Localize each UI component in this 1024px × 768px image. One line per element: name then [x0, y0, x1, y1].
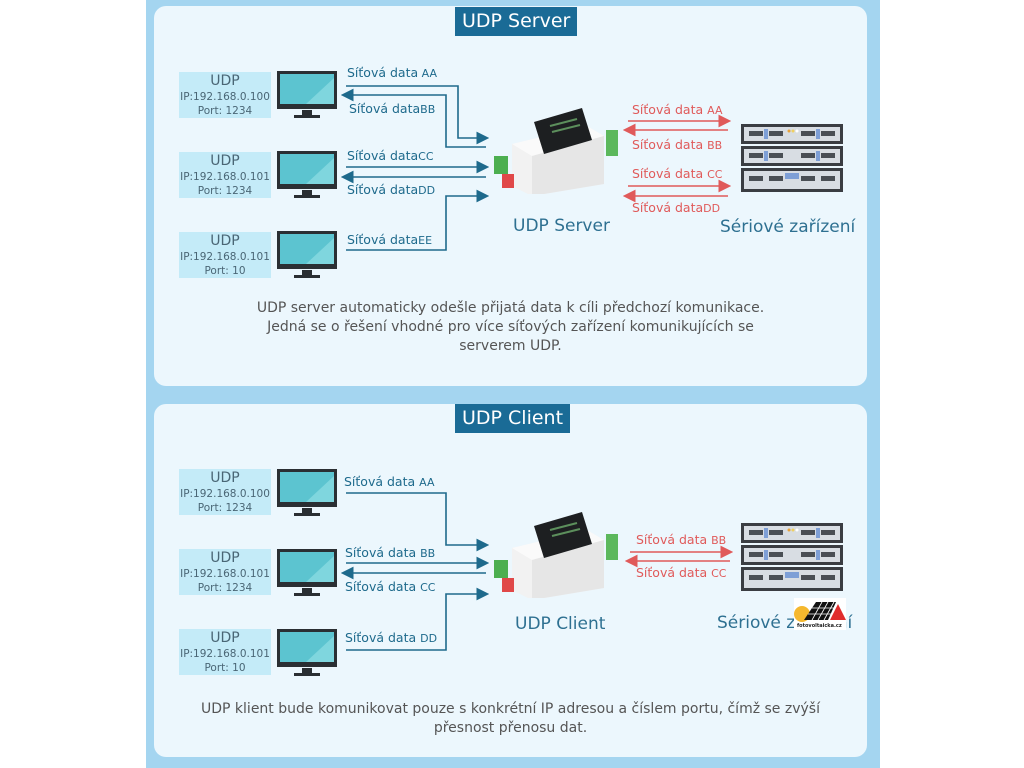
serial-data-label: Síťová data BB	[636, 532, 727, 547]
host-protocol: UDP	[210, 550, 240, 566]
host-box-3: UDP IP:192.168.0.101 Port: 10	[179, 629, 271, 675]
host-protocol: UDP	[210, 233, 240, 249]
udp-client-title: UDP Client	[455, 404, 571, 433]
host-ip: IP:192.168.0.101	[180, 568, 270, 580]
serial-data-label: Síťová dataDD	[632, 200, 721, 215]
udp-client-caption: UDP Client	[515, 614, 606, 634]
network-data-label: Síťová data BB	[345, 545, 436, 560]
monitor-icon	[277, 231, 337, 278]
host-box-1: UDP IP:192.168.0.100 Port: 1234	[179, 72, 271, 118]
host-box-2: UDP IP:192.168.0.101 Port: 1234	[179, 152, 271, 198]
serial-device-caption: Sériové zařízení	[720, 217, 856, 237]
host-port: Port: 1234	[197, 185, 253, 197]
description-line: serverem UDP.	[459, 338, 562, 354]
network-data-label: Síťová data DD	[345, 630, 438, 645]
watermark-logo: fotovoltaicka.cz	[794, 598, 846, 630]
watermark-text: fotovoltaicka.cz	[797, 623, 842, 629]
udp-client-description: UDP klient bude komunikovat pouze s konk…	[154, 700, 867, 738]
solar-panel-logo-icon	[794, 601, 846, 622]
udp-server-title: UDP Server	[455, 7, 578, 36]
description-line: přesnost přenosu dat.	[433, 720, 588, 736]
serial-data-label: Síťová data CC	[632, 166, 723, 181]
host-port: Port: 10	[204, 265, 246, 277]
monitor-icon	[277, 469, 337, 516]
host-protocol: UDP	[210, 153, 240, 169]
serial-data-label: Síťová data CC	[636, 565, 727, 580]
host-ip: IP:192.168.0.101	[180, 251, 270, 263]
description-line: UDP klient bude komunikovat pouze s konk…	[201, 701, 820, 717]
network-data-label: Síťová dataCC	[347, 148, 434, 163]
serial-data-label: Síťová data AA	[632, 102, 723, 117]
network-data-label: Síťová dataEE	[347, 232, 433, 247]
host-protocol: UDP	[210, 73, 240, 89]
monitor-icon	[277, 549, 337, 596]
udp-server-description: UDP server automaticky odešle přijatá da…	[154, 299, 867, 356]
network-data-label: Síťová data CC	[345, 579, 436, 594]
monitor-icon	[277, 629, 337, 676]
host-box-2: UDP IP:192.168.0.101 Port: 1234	[179, 549, 271, 595]
host-ip: IP:192.168.0.100	[180, 91, 270, 103]
network-data-label: Síťová dataBB	[349, 101, 436, 116]
host-box-3: UDP IP:192.168.0.101 Port: 10	[179, 232, 271, 278]
host-port: Port: 1234	[197, 502, 253, 514]
host-box-1: UDP IP:192.168.0.100 Port: 1234	[179, 469, 271, 515]
host-ip: IP:192.168.0.101	[180, 171, 270, 183]
network-data-label: Síťová data AA	[344, 474, 435, 489]
serial-data-label: Síťová data BB	[632, 137, 723, 152]
host-port: Port: 10	[204, 662, 246, 674]
description-line: UDP server automaticky odešle přijatá da…	[256, 300, 765, 316]
host-ip: IP:192.168.0.100	[180, 488, 270, 500]
udp-server-caption: UDP Server	[513, 216, 610, 236]
network-data-label: Síťová dataDD	[347, 182, 436, 197]
udp-server-panel	[154, 6, 867, 386]
host-protocol: UDP	[210, 630, 240, 646]
host-port: Port: 1234	[197, 582, 253, 594]
udp-converter-device	[494, 512, 618, 598]
server-rack-icon	[741, 523, 843, 591]
host-port: Port: 1234	[197, 105, 253, 117]
network-data-label: Síťová data AA	[347, 65, 438, 80]
host-ip: IP:192.168.0.101	[180, 648, 270, 660]
monitor-icon	[277, 151, 337, 198]
monitor-icon	[277, 71, 337, 118]
server-rack-icon	[741, 124, 843, 192]
description-line: Jedná se o řešení vhodné pro více síťový…	[267, 319, 754, 335]
host-protocol: UDP	[210, 470, 240, 486]
udp-converter-device	[494, 108, 618, 194]
